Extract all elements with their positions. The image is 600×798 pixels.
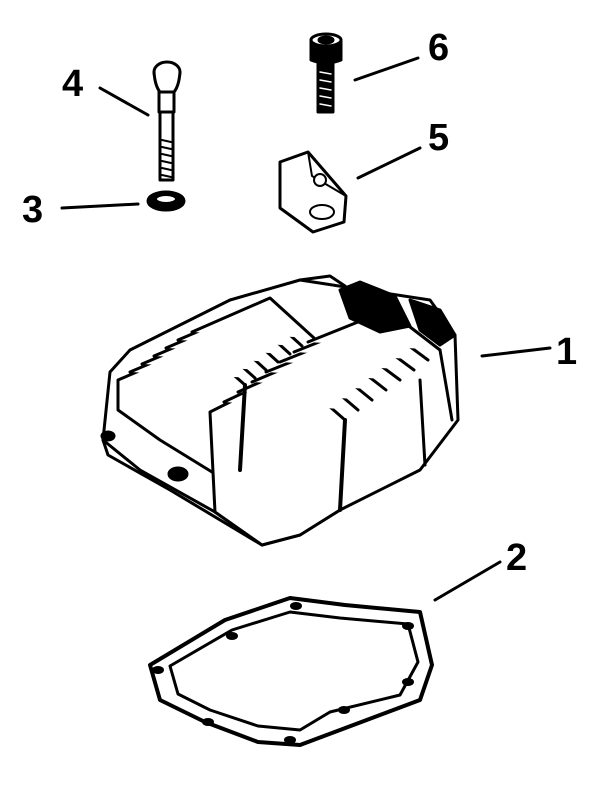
callout-2: 2 xyxy=(506,537,527,579)
leader-line-5 xyxy=(356,146,422,180)
leader-line-6 xyxy=(353,56,420,82)
callout-1: 1 xyxy=(556,331,577,373)
callout-4: 4 xyxy=(62,63,83,105)
callout-6: 6 xyxy=(428,27,449,69)
leader-line-4 xyxy=(98,86,150,117)
callout-3: 3 xyxy=(22,189,43,231)
long-bolt xyxy=(152,60,182,182)
breather-plate xyxy=(278,150,348,234)
leader-line-1 xyxy=(480,346,552,358)
leader-lines xyxy=(60,56,552,602)
head-gasket xyxy=(148,596,434,747)
short-bolt xyxy=(309,32,343,114)
washer xyxy=(146,190,186,212)
leader-line-2 xyxy=(433,560,502,602)
leader-line-3 xyxy=(60,202,140,210)
callout-5: 5 xyxy=(428,117,449,159)
cylinder-head xyxy=(100,274,460,547)
